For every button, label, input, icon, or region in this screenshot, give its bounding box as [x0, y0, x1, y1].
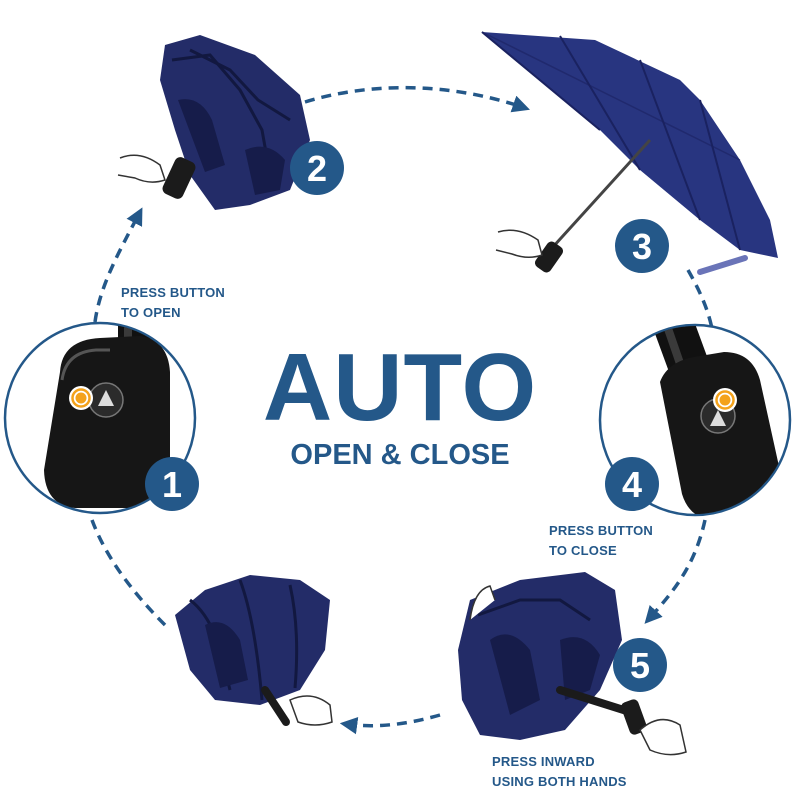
note-line: PRESS BUTTON: [549, 523, 654, 538]
step-badge-1: 1: [145, 457, 199, 511]
note-press-inward: PRESS INWARD USING BOTH HANDS: [492, 752, 627, 792]
umbrella-open-illustration: [481, 31, 778, 275]
arrow-5-to-next: [339, 713, 441, 735]
step-badge-4: 4: [605, 457, 659, 511]
arrow-1-to-2: [93, 207, 143, 323]
note-press-to-close: PRESS BUTTON TO CLOSE: [549, 521, 653, 561]
note-press-to-open: PRESS BUTTON TO OPEN: [121, 283, 225, 323]
title: AUTO: [262, 334, 538, 441]
step-number: 2: [307, 148, 327, 189]
arrow-4-to-5: [644, 519, 707, 624]
step-badge-2: 2: [290, 141, 344, 195]
inset-handle-close: [598, 323, 792, 517]
note-line: TO OPEN: [121, 305, 181, 320]
step-number: 5: [630, 645, 650, 686]
note-line: USING BOTH HANDS: [492, 774, 627, 789]
subtitle: OPEN & CLOSE: [290, 439, 510, 471]
note-line: TO CLOSE: [549, 543, 617, 558]
note-line: PRESS INWARD: [492, 754, 595, 769]
step-number: 4: [622, 464, 642, 505]
inset-handle-open: [3, 321, 197, 515]
step-badge-5: 5: [613, 638, 667, 692]
button-arrow-icon: [98, 390, 114, 406]
button-arrow-icon: [710, 410, 726, 426]
umbrella-closing-illustration: [458, 572, 687, 756]
umbrella-folded-illustration: [175, 575, 333, 726]
step-number: 3: [632, 226, 652, 267]
arrow-2-to-3: [304, 85, 530, 113]
note-line: PRESS BUTTON: [121, 285, 226, 300]
arrow-next-to-1: [90, 519, 167, 627]
umbrella-opening-illustration: [117, 35, 310, 210]
step-badge-3: 3: [615, 219, 669, 273]
step-number: 1: [162, 464, 182, 505]
